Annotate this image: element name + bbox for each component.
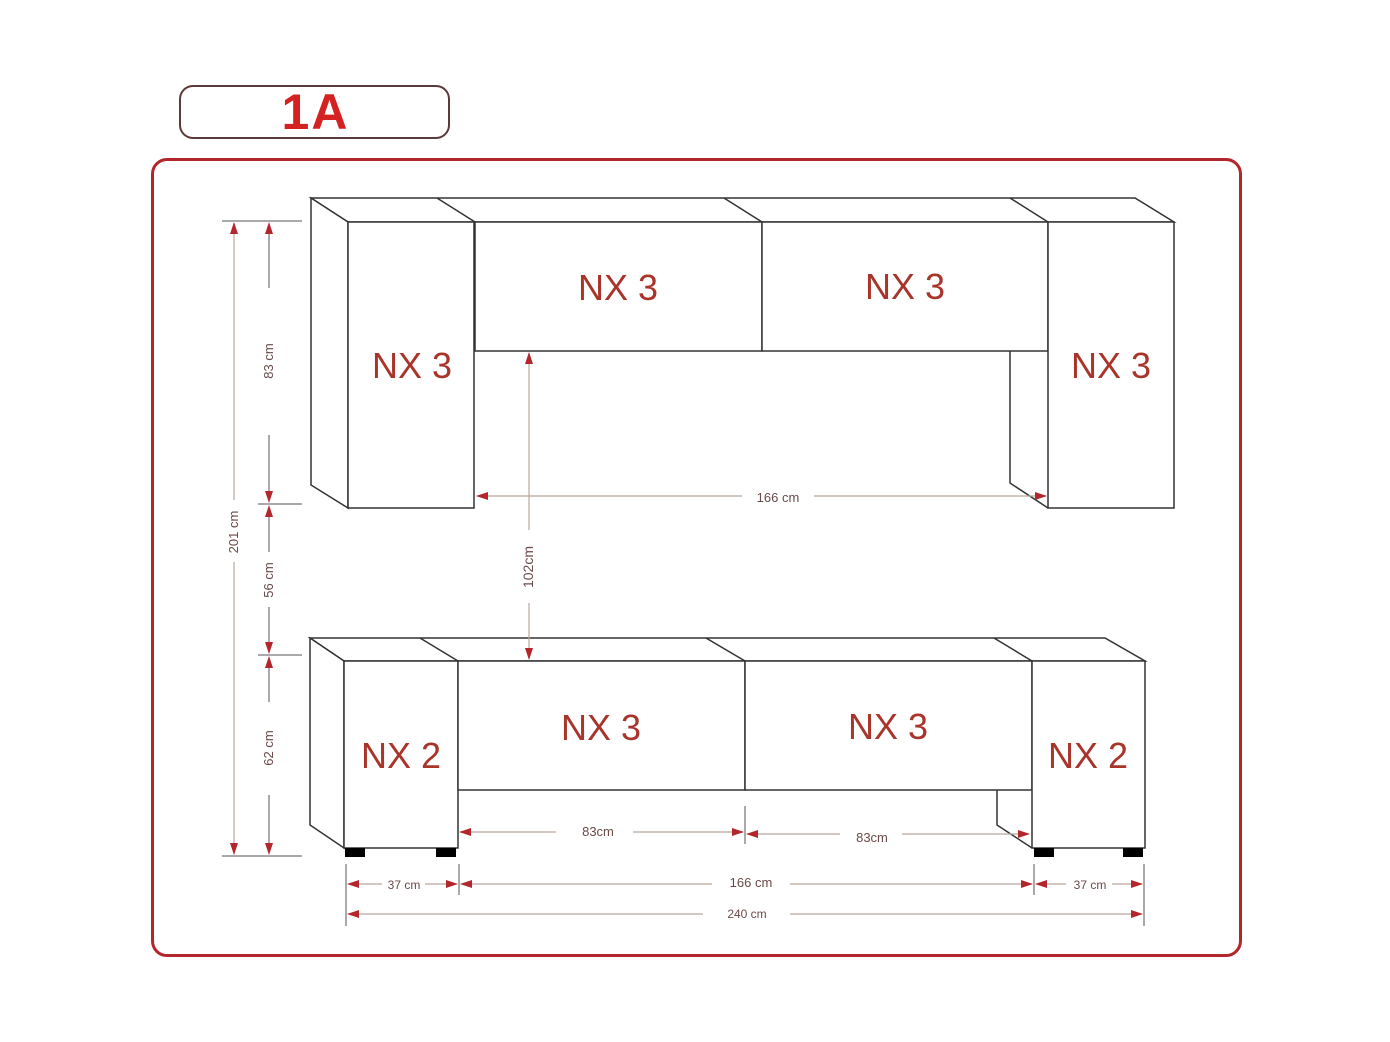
foot <box>1123 848 1143 857</box>
lower-left-side-face <box>309 636 345 850</box>
dimension-right-width: 37 cm <box>1035 878 1143 892</box>
lower-unit-group <box>307 636 1148 850</box>
dimension-upper-gap-width: 166 cm <box>476 490 1047 505</box>
upper-unit-group <box>308 196 1177 510</box>
foot <box>1034 848 1054 857</box>
lower-left-cabinet <box>343 660 459 849</box>
lower-right-label: NX 2 <box>1048 735 1128 776</box>
foot <box>436 848 456 857</box>
dimension-lower-height: 62 cm <box>261 656 276 855</box>
gap-height-label: 56 cm <box>261 562 276 597</box>
diagram-frame <box>151 158 1242 957</box>
lower-center-right-label: NX 3 <box>848 706 928 747</box>
lower-left-drawer-label: 83cm <box>582 824 614 839</box>
right-width-label: 37 cm <box>1074 878 1107 892</box>
dimension-left-width: 37 cm <box>347 878 458 892</box>
center-width-label: 166 cm <box>730 875 773 890</box>
dimension-total-height: 201 cm <box>226 222 241 855</box>
upper-left-side-face <box>310 196 349 510</box>
dimension-gap-height: 56 cm <box>261 505 276 654</box>
extension-lines <box>222 220 302 857</box>
total-height-label: 201 cm <box>226 511 241 554</box>
dimension-total-width: 240 cm <box>347 907 1143 921</box>
dimension-lower-left-drawer: 83cm <box>459 806 746 844</box>
upper-center-left-label: NX 3 <box>578 267 658 308</box>
upper-left-label: NX 3 <box>372 345 452 386</box>
lower-right-cabinet <box>1031 660 1146 849</box>
configuration-badge: 1A <box>179 85 450 139</box>
dimension-center-width: 166 cm <box>460 875 1033 890</box>
upper-center-right-label: NX 3 <box>865 266 945 307</box>
lower-height-label: 62 cm <box>261 730 276 765</box>
upper-height-label: 83 cm <box>261 343 276 378</box>
upper-center-right-cabinet <box>761 221 1049 352</box>
dimension-between-units: 102cm <box>520 352 536 660</box>
lower-right-drawer-label: 83cm <box>856 830 888 845</box>
foot <box>345 848 365 857</box>
dimension-upper-height: 83 cm <box>261 222 276 503</box>
left-width-label: 37 cm <box>388 878 421 892</box>
lower-center-left-label: NX 3 <box>561 707 641 748</box>
upper-right-tall-cabinet <box>1047 221 1175 509</box>
lower-center-right-cabinet <box>744 660 1033 791</box>
bottom-extension-lines <box>345 864 1145 926</box>
lower-left-label: NX 2 <box>361 735 441 776</box>
lower-top-face <box>307 637 1148 662</box>
upper-gap-width-label: 166 cm <box>757 490 800 505</box>
configuration-label: 1A <box>281 84 350 140</box>
lower-feet <box>345 848 1143 857</box>
lower-center-left-cabinet <box>457 660 746 791</box>
upper-right-label: NX 3 <box>1071 345 1151 386</box>
dimension-lower-right-drawer: 83cm <box>746 830 1030 845</box>
total-width-label: 240 cm <box>727 907 766 921</box>
upper-left-tall-cabinet <box>347 221 475 509</box>
between-units-label: 102cm <box>520 546 536 588</box>
